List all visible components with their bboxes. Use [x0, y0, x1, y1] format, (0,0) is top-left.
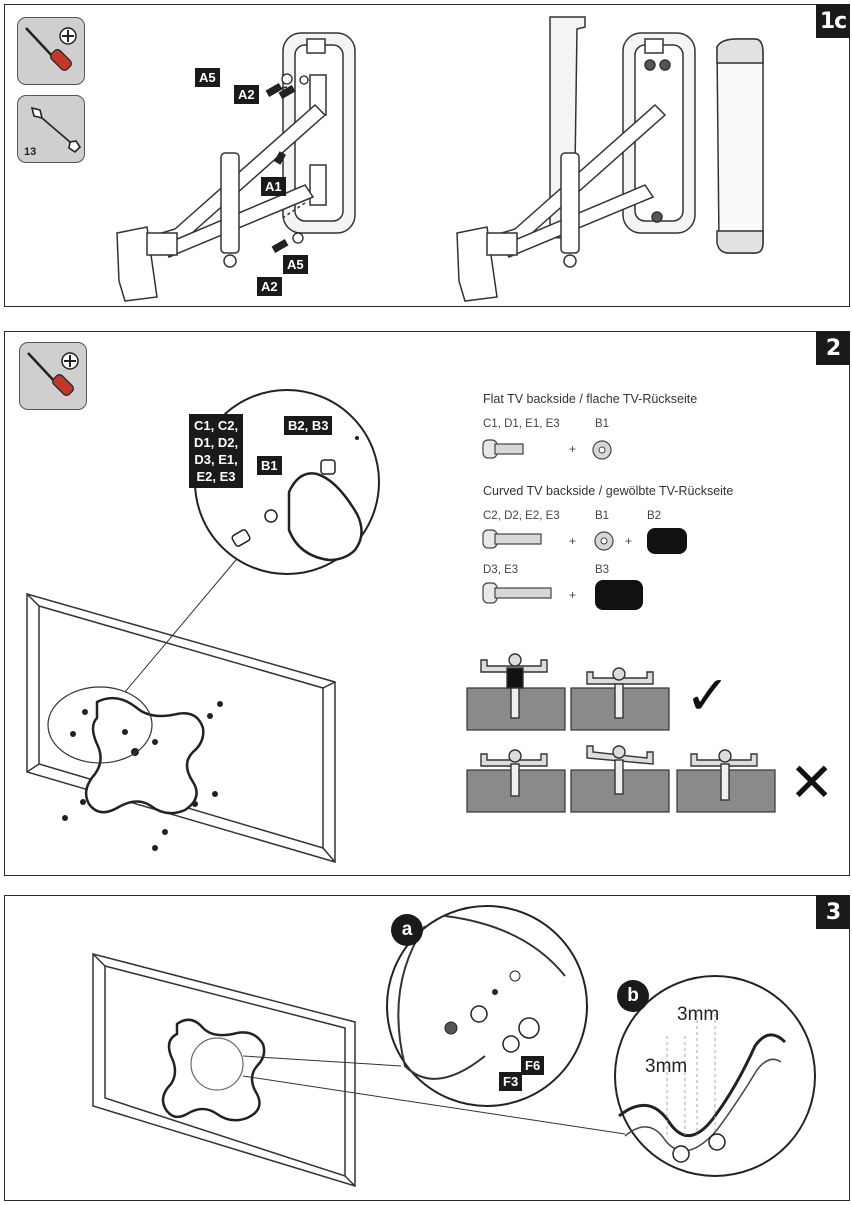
flat-plus-sign: + — [569, 442, 577, 456]
detail-a-marker: a — [391, 914, 423, 946]
screwdriver-icon — [25, 27, 77, 71]
flat-backside-heading: Flat TV backside / flache TV-Rückseite — [483, 392, 698, 406]
tv-plate-mounting-illustration — [26, 389, 776, 864]
plate-fixing-detail-illustration — [92, 905, 816, 1188]
correct-checkmark-icon: ✓ — [685, 664, 731, 727]
part-label-a1: A1 — [261, 177, 286, 196]
step-number: 1c — [816, 4, 850, 38]
flat-screw-c1 — [482, 439, 524, 459]
flat-washer-label: B1 — [595, 418, 610, 430]
zoom-label-washer: B1 — [257, 456, 282, 475]
zoom-label-spacer: B2, B3 — [284, 416, 333, 435]
wrench-tool-card: 13 — [17, 95, 85, 163]
curved-spacer-label-row1: B2 — [647, 510, 662, 522]
curved-plus-sign-row1-b: + — [625, 534, 633, 548]
part-label-a2-top: A2 — [234, 85, 259, 104]
step-number: 3 — [816, 895, 850, 929]
wrench-size-label: 13 — [24, 146, 37, 158]
step-2-panel: 2 — [4, 331, 850, 876]
wrench-icon — [30, 106, 82, 154]
curved-plus-sign-row2: + — [569, 588, 577, 602]
screwdriver-tool-card — [17, 17, 85, 85]
curved-spacer-label-row2: B3 — [595, 564, 610, 576]
zoom-label-screws-line-1: C1, C2, — [194, 418, 239, 433]
zoom-label-screws-line-3: D3, E1, — [194, 452, 238, 467]
flat-screw-label: C1, D1, E1, E3 — [483, 418, 560, 430]
gap-measure-left: 3mm — [645, 1056, 688, 1077]
part-label-f6: F6 — [521, 1056, 545, 1075]
part-label-a5-top: A5 — [195, 68, 220, 87]
curved-screw-label-row2: D3, E3 — [483, 564, 519, 576]
part-label-a5-bottom: A5 — [283, 255, 308, 274]
screwdriver-tool-card — [19, 342, 87, 410]
part-label-a2-bottom: A2 — [257, 277, 282, 296]
zoom-label-screws-line-4: E2, E3 — [196, 469, 236, 484]
zoom-label-screws-line-2: D1, D2, — [194, 435, 239, 450]
gap-measure-top: 3mm — [677, 1004, 720, 1025]
part-label-f3: F3 — [499, 1072, 523, 1091]
step-number: 2 — [816, 331, 850, 365]
zoom-label-screws: C1, C2, D1, D2, D3, E1, E2, E3 — [189, 414, 244, 488]
step-1c-panel: 1c 13 — [4, 4, 850, 307]
detail-b-marker: b — [617, 980, 649, 1012]
screwdriver-icon — [27, 352, 79, 396]
curved-plus-sign-row1-a: + — [569, 534, 577, 548]
curved-screw-label-row1: C2, D2, E2, E3 — [483, 510, 560, 522]
step-3-panel: 3 a b F3 F6 3mm 3mm — [4, 895, 850, 1201]
curved-backside-heading: Curved TV backside / gewölbte TV-Rücksei… — [483, 484, 734, 498]
incorrect-cross-icon: ✕ — [789, 751, 835, 814]
arm-assembly-left — [116, 32, 356, 302]
wall-arm-assembly-illustration — [116, 16, 764, 302]
arm-assembly-right — [456, 16, 764, 302]
curved-washer-label-row1: B1 — [595, 510, 610, 522]
